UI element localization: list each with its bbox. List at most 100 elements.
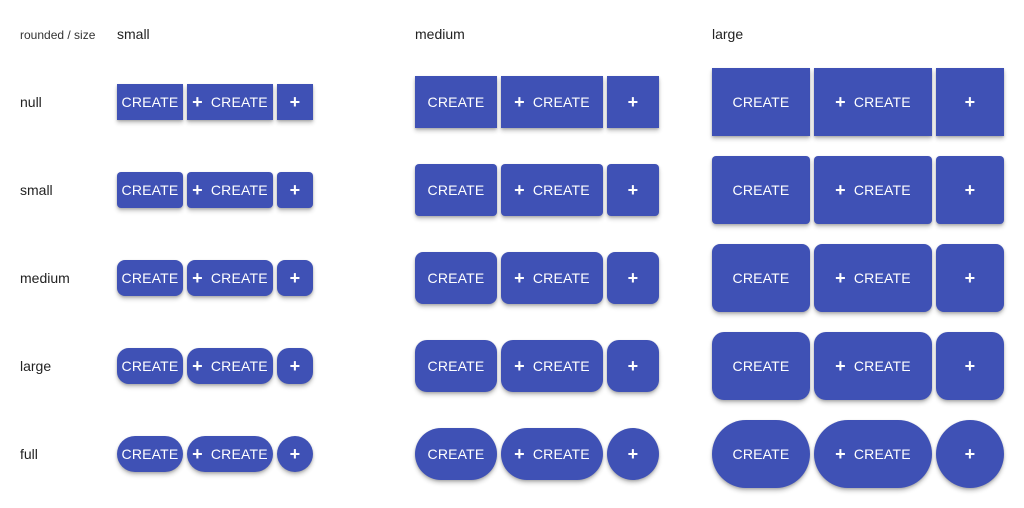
create-button-icon-text-small-large[interactable]: + CREATE [187, 348, 273, 384]
create-button-icon-text-medium-medium[interactable]: + CREATE [501, 252, 603, 304]
create-button-icon-only-large-medium[interactable]: + [936, 244, 1004, 312]
plus-icon: + [835, 92, 846, 112]
corner-label: rounded / size [20, 28, 96, 42]
create-button-text-small-large[interactable]: CREATE [117, 348, 183, 384]
create-button-icon-only-small-full[interactable]: + [277, 436, 313, 472]
create-button-text-medium-full[interactable]: CREATE [415, 428, 497, 480]
button-label: CREATE [732, 182, 790, 198]
plus-icon: + [514, 268, 525, 288]
button-label: CREATE [427, 94, 485, 110]
button-label: CREATE [121, 94, 179, 110]
plus-icon: + [514, 444, 525, 464]
plus-icon: + [964, 92, 976, 112]
button-label: CREATE [532, 358, 590, 374]
create-button-text-medium-null[interactable]: CREATE [415, 76, 497, 128]
plus-icon: + [289, 92, 301, 112]
column-header-large: large [712, 26, 744, 42]
button-label: CREATE [732, 94, 790, 110]
create-button-icon-only-medium-small[interactable]: + [607, 164, 659, 216]
plus-icon: + [964, 356, 976, 376]
create-button-icon-only-large-small[interactable]: + [936, 156, 1004, 224]
button-label: CREATE [121, 358, 179, 374]
column-header-medium: medium [415, 26, 465, 42]
create-button-icon-text-medium-large[interactable]: + CREATE [501, 340, 603, 392]
create-button-text-large-medium[interactable]: CREATE [712, 244, 810, 312]
button-label: CREATE [210, 270, 268, 286]
plus-icon: + [627, 444, 639, 464]
button-label: CREATE [210, 182, 268, 198]
create-button-icon-text-large-null[interactable]: +CREATE [814, 68, 932, 136]
row-label-full: full [20, 446, 38, 462]
button-label: CREATE [853, 358, 911, 374]
create-button-text-small-null[interactable]: CREATE [117, 84, 183, 120]
plus-icon: + [289, 444, 301, 464]
plus-icon: + [964, 268, 976, 288]
button-label: CREATE [853, 446, 911, 462]
button-label: CREATE [427, 446, 485, 462]
create-button-icon-text-medium-small[interactable]: +CREATE [501, 164, 603, 216]
create-button-text-medium-small[interactable]: CREATE [415, 164, 497, 216]
plus-icon: + [192, 268, 203, 288]
create-button-icon-text-medium-null[interactable]: + CREATE [501, 76, 603, 128]
create-button-text-large-large[interactable]: CREATE [712, 332, 810, 400]
create-button-icon-only-small-medium[interactable]: + [277, 260, 313, 296]
button-label: CREATE [532, 94, 590, 110]
button-label: CREATE [427, 270, 485, 286]
button-label: CREATE [853, 270, 911, 286]
button-label: CREATE [121, 182, 179, 198]
button-label: CREATE [121, 270, 179, 286]
plus-icon: + [289, 268, 301, 288]
row-label-large: large [20, 358, 52, 374]
create-button-icon-text-small-null[interactable]: + CREATE [187, 84, 273, 120]
create-button-icon-only-large-full[interactable]: + [936, 420, 1004, 488]
button-label: CREATE [121, 446, 179, 462]
row-label-null: null [20, 94, 42, 110]
create-button-icon-text-small-small[interactable]: +CREATE [187, 172, 273, 208]
create-button-icon-only-small-small[interactable]: + [277, 172, 313, 208]
create-button-icon-only-medium-large[interactable]: + [607, 340, 659, 392]
create-button-text-small-small[interactable]: CREATE [117, 172, 183, 208]
plus-icon: + [627, 180, 639, 200]
plus-icon: + [192, 444, 203, 464]
button-label: CREATE [427, 358, 485, 374]
create-button-icon-text-small-medium[interactable]: + CREATE [187, 260, 273, 296]
create-button-text-medium-medium[interactable]: CREATE [415, 252, 497, 304]
button-label: CREATE [210, 94, 268, 110]
column-header-small: small [117, 26, 150, 42]
create-button-icon-only-medium-null[interactable]: + [607, 76, 659, 128]
plus-icon: + [835, 268, 846, 288]
create-button-text-medium-large[interactable]: CREATE [415, 340, 497, 392]
plus-icon: + [835, 356, 846, 376]
create-button-icon-text-large-medium[interactable]: + CREATE [814, 244, 932, 312]
button-label: CREATE [210, 446, 268, 462]
plus-icon: + [514, 180, 525, 200]
create-button-icon-only-medium-medium[interactable]: + [607, 252, 659, 304]
plus-icon: + [192, 356, 203, 376]
create-button-text-small-medium[interactable]: CREATE [117, 260, 183, 296]
button-label: CREATE [532, 270, 590, 286]
create-button-icon-only-large-null[interactable]: + [936, 68, 1004, 136]
create-button-icon-text-small-full[interactable]: + CREATE [187, 436, 273, 472]
create-button-icon-only-small-large[interactable]: + [277, 348, 313, 384]
plus-icon: + [835, 180, 846, 200]
create-button-icon-only-large-large[interactable]: + [936, 332, 1004, 400]
create-button-text-large-small[interactable]: CREATE [712, 156, 810, 224]
plus-icon: + [514, 92, 525, 112]
button-label: CREATE [210, 358, 268, 374]
create-button-icon-only-small-null[interactable]: + [277, 84, 313, 120]
create-button-text-small-full[interactable]: CREATE [117, 436, 183, 472]
plus-icon: + [964, 180, 976, 200]
create-button-icon-text-large-large[interactable]: + CREATE [814, 332, 932, 400]
create-button-icon-text-large-small[interactable]: +CREATE [814, 156, 932, 224]
create-button-icon-text-large-full[interactable]: + CREATE [814, 420, 932, 488]
plus-icon: + [835, 444, 846, 464]
plus-icon: + [514, 356, 525, 376]
create-button-text-large-null[interactable]: CREATE [712, 68, 810, 136]
create-button-text-large-full[interactable]: CREATE [712, 420, 810, 488]
plus-icon: + [192, 92, 203, 112]
create-button-icon-text-medium-full[interactable]: +CREATE [501, 428, 603, 480]
plus-icon: + [964, 444, 976, 464]
button-label: CREATE [732, 446, 790, 462]
button-label: CREATE [732, 270, 790, 286]
create-button-icon-only-medium-full[interactable]: + [607, 428, 659, 480]
